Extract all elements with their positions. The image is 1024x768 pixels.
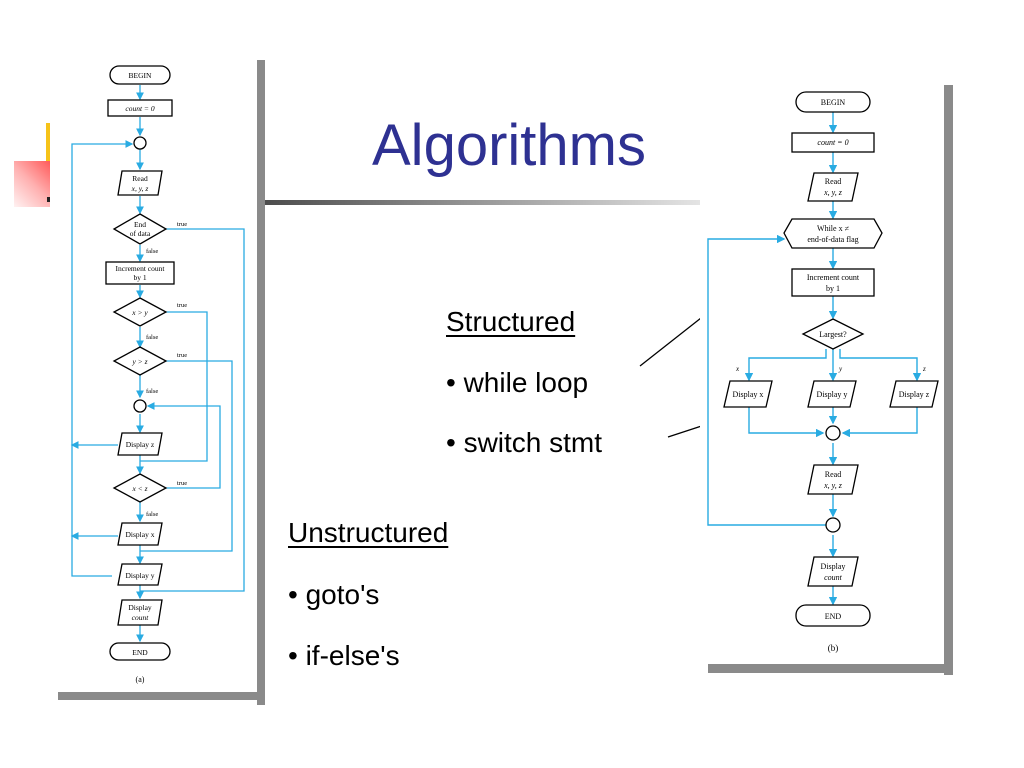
unstructured-bullet-gotos: • goto's [288,579,380,610]
title-underline-rule [258,200,700,205]
fc-a-increment [105,261,175,285]
fc-a-true-label: true [177,352,187,359]
fc-b-while [783,218,883,249]
fc-b-read [807,172,859,202]
fc-a-display-y-label: Display y [126,571,155,580]
fc-a-cond-xy [112,297,168,327]
fc-b-display-x-label: Display x [733,390,764,399]
fc-a-end-of-data [112,213,168,245]
fc-a-cond-xz-label: x < z [131,484,147,493]
fc-a-display-count-label-2: count [132,613,150,622]
fc-b-read-label-2: x, y, z [823,188,843,197]
fc-b-read2-label-1: Read [825,470,841,479]
fc-b-display-z [889,380,939,408]
fc-a-read [117,170,163,196]
fc-a-true-label: true [177,221,187,228]
fc-a-increment-label-2: by 1 [133,273,146,282]
decorative-yellow-bar [46,123,52,163]
fc-b-caption: (b) [828,643,839,653]
decorative-red-square [14,161,50,207]
fc-a-false-label: false [146,511,158,518]
structured-heading: Structured [446,306,576,337]
fc-b-largest-label: Largest? [819,330,847,339]
fc-b-increment [791,268,875,297]
fc-a-connector [133,399,147,413]
fc-b-branch-z-label: z [922,365,926,373]
flowchart-a-panel: BEGIN count = 0 Read x, y, z End of data… [50,55,265,705]
fc-a-end [109,642,171,661]
flowchart-b-panel: BEGIN count = 0 Read x, y, z While x ≠ e… [700,80,953,675]
fc-b-branch-x-label: x [735,365,740,373]
structured-bullet-switch-stmt: • switch stmt [446,427,603,458]
fc-b-increment-label-2: by 1 [826,284,840,293]
fc-a-end-label: END [132,648,148,657]
fc-a-true-label: true [177,480,187,487]
fc-a-read-label-1: Read [132,174,148,183]
fc-a-begin [109,65,171,85]
fc-b-display-count-label-1: Display [821,562,846,571]
fc-b-end [795,604,871,627]
fc-a-true-label: true [177,302,187,309]
fc-b-end-label: END [825,612,842,621]
fc-b-display-count [807,556,859,587]
fc-b-largest [801,318,865,350]
fc-a-cond-xy-label: x > y [131,308,148,317]
fc-a-caption: (a) [136,675,145,684]
fc-b-while-label-2: end-of-data flag [807,235,858,244]
fc-a-eod-label-2: of data [130,229,151,238]
fc-a-loop-connector [133,136,147,150]
fc-b-read-label-1: Read [825,177,841,186]
fc-b-branch-y-label: y [838,365,843,373]
fc-b-display-z-label: Display z [899,390,930,399]
fc-b-display-y [807,380,857,408]
fc-a-read-label-2: x, y, z [131,184,149,193]
fc-a-cond-yz-label: y > z [131,357,147,366]
fc-b-display-count-label-2: count [824,573,843,582]
slide-title: Algorithms [372,113,646,178]
fc-a-false-label: false [146,248,158,255]
fc-b-increment-label-1: Increment count [807,273,860,282]
fc-a-display-x [117,522,163,546]
unstructured-heading: Unstructured [288,517,449,548]
structured-bullet-while-loop: • while loop [446,367,589,398]
fc-a-display-y [117,563,163,586]
fc-a-display-z-label: Display z [126,440,155,449]
fc-a-display-x-label: Display x [126,530,155,539]
fc-b-display-x [723,380,773,408]
fc-a-cond-xz [112,473,168,503]
fc-a-increment-label-1: Increment count [116,264,166,273]
fc-a-display-z [117,432,163,456]
fc-b-join-connector [825,425,841,441]
fc-b-read2-label-2: x, y, z [823,481,843,490]
fc-b-display-y-label: Display y [817,390,848,399]
fc-b-loop-connector [825,517,841,533]
fc-b-init [791,132,875,153]
unstructured-bullet-if-elses: • if-else's [288,640,400,671]
fc-a-display-count-label-1: Display [128,603,152,612]
fc-b-begin-label: BEGIN [821,98,846,107]
fc-a-eod-label-1: End [134,220,146,229]
fc-a-init [107,99,173,117]
fc-b-init-label: count = 0 [817,138,848,147]
decorative-dot [47,197,50,202]
fc-b-while-label-1: While x ≠ [817,224,850,233]
fc-b-read2 [807,464,859,495]
fc-b-begin [795,91,871,113]
fc-a-display-count [117,599,163,626]
fc-a-false-label: false [146,388,158,395]
fc-a-begin-label: BEGIN [129,71,152,80]
fc-a-false-label: false [146,334,158,341]
fc-a-cond-yz [112,346,168,376]
fc-a-init-label: count = 0 [125,104,154,113]
